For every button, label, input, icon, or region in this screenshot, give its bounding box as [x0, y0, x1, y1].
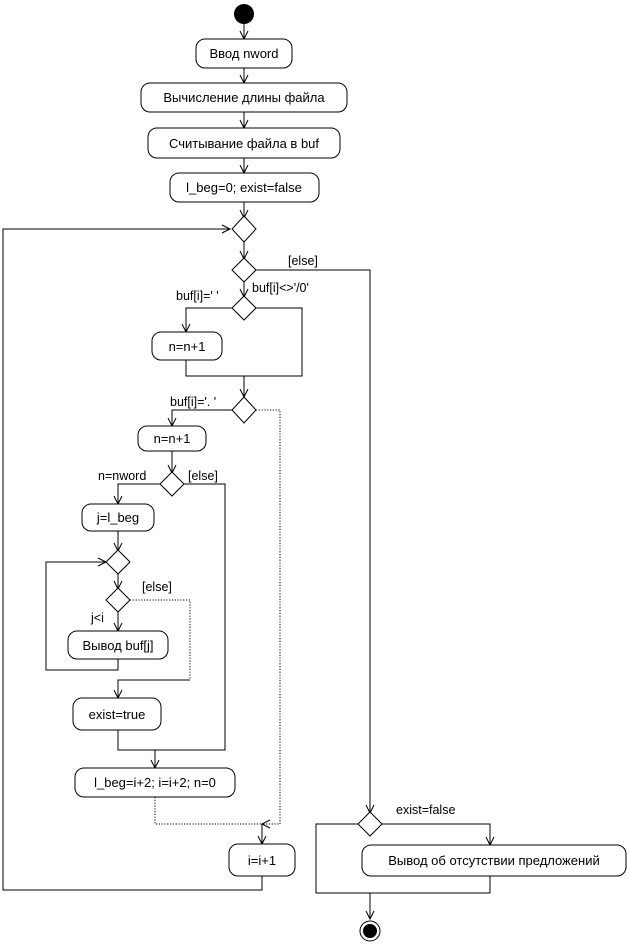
- decision-nodes: [105, 215, 383, 837]
- guard-is-dot: buf[i]='. ': [170, 395, 216, 409]
- action-set-exist: exist=true: [72, 697, 162, 731]
- svg-text:j=l_beg: j=l_beg: [96, 510, 139, 525]
- svg-text:n=n+1: n=n+1: [154, 431, 191, 446]
- svg-text:Вывод buf[j]: Вывод buf[j]: [82, 638, 153, 653]
- guard-labels: [else] buf[i]<>'/0' buf[i]=' ' buf[i]='.…: [90, 254, 455, 817]
- guard-else-main: [else]: [288, 254, 318, 268]
- initial-node: [234, 4, 254, 24]
- svg-text:l_beg=0; exist=false: l_beg=0; exist=false: [186, 180, 302, 195]
- guard-else-nword: [else]: [188, 469, 218, 483]
- svg-text:Считывание файла в buf: Считывание файла в buf: [169, 136, 319, 151]
- action-print-buf: Вывод buf[j]: [67, 630, 169, 660]
- decision-node-space: [231, 295, 257, 321]
- merge-node-main-loop: [231, 215, 257, 243]
- decision-node-nword: [159, 471, 185, 497]
- guard-exist-false: exist=false: [396, 803, 455, 817]
- action-init-vars: l_beg=0; exist=false: [169, 172, 320, 203]
- action-n-increment-space: n=n+1: [151, 331, 223, 361]
- svg-text:Ввод nword: Ввод nword: [210, 46, 279, 61]
- decision-node-j-lt-i: [105, 587, 131, 613]
- action-i-increment: i=i+1: [228, 843, 296, 877]
- action-no-sentences: Вывод об отсутствии предложений: [361, 844, 627, 877]
- guard-not-end: buf[i]<>'/0': [252, 281, 309, 295]
- guard-j-lt-i: j<i: [90, 611, 104, 625]
- svg-text:n=n+1: n=n+1: [169, 339, 206, 354]
- svg-text:l_beg=i+2; i=i+2; n=0: l_beg=i+2; i=i+2; n=0: [94, 775, 216, 790]
- svg-text:Вычисление длины файла: Вычисление длины файла: [163, 90, 325, 105]
- action-read-file: Считывание файла в buf: [147, 127, 341, 159]
- action-advance-indices: l_beg=i+2; i=i+2; n=0: [74, 767, 236, 798]
- control-flows: [2, 24, 495, 921]
- action-set-j: j=l_beg: [81, 503, 155, 532]
- decision-node-exist: [357, 811, 383, 837]
- guard-is-space: buf[i]=' ': [176, 289, 219, 303]
- svg-text:exist=true: exist=true: [89, 707, 146, 722]
- merge-node-print-loop: [105, 549, 131, 575]
- action-input-nword: Ввод nword: [195, 38, 293, 69]
- dotted-flows: [130, 409, 281, 829]
- decision-node-buffer-end: [231, 257, 257, 283]
- final-node: [359, 920, 381, 942]
- action-n-increment-dot: n=n+1: [137, 425, 207, 452]
- guard-else-loop: [else]: [142, 580, 172, 594]
- action-calc-file-length: Вычисление длины файла: [140, 82, 348, 113]
- svg-text:i=i+1: i=i+1: [248, 853, 276, 868]
- guard-n-eq-nword: n=nword: [98, 469, 146, 483]
- svg-text:Вывод об отсутствии предложени: Вывод об отсутствии предложений: [388, 853, 600, 868]
- decision-node-dot: [231, 396, 257, 424]
